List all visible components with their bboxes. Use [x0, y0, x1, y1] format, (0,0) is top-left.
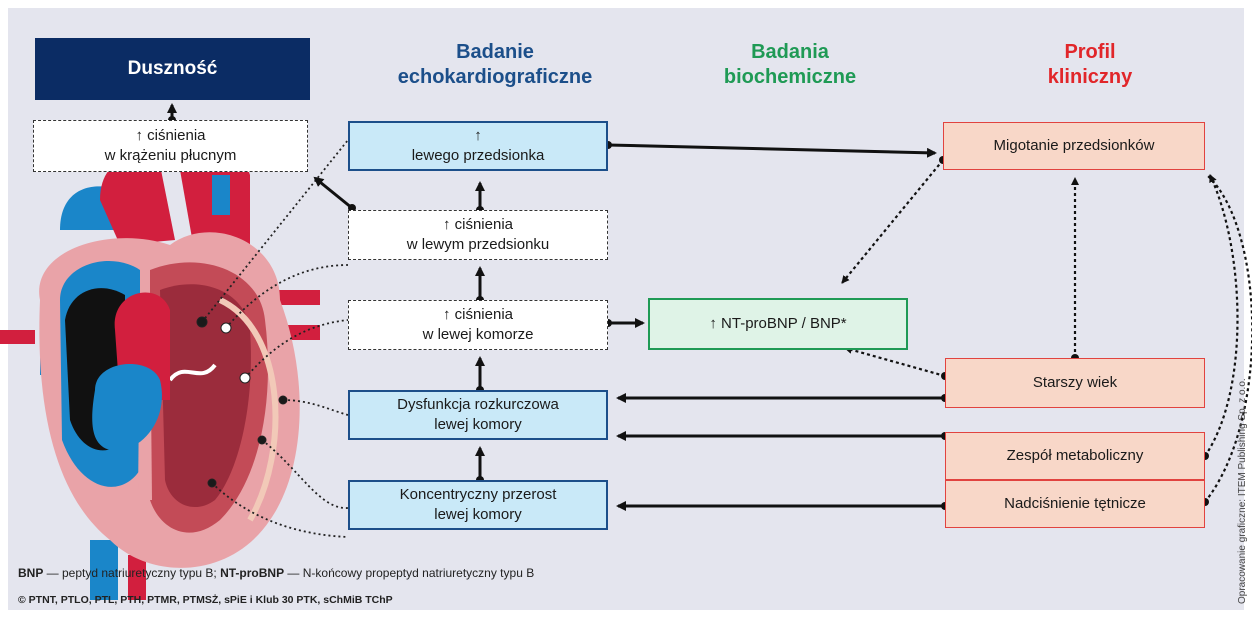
legend-bnp-def: — peptyd natriuretyczny typu B; [43, 566, 221, 580]
header-bio: Badania biochemiczne [690, 40, 890, 90]
header-echo: Badanie echokardiograficzne [375, 40, 615, 90]
legend-nt-abbr: NT-proBNP [220, 566, 285, 580]
box-pulmonary-line1: ↑ ciśnienia [135, 127, 206, 144]
graphic-credit: Opracowanie graficzne: ITEM Publishing S… [1237, 378, 1248, 604]
legend: BNP — peptyd natriuretyczny typu B; NT-p… [18, 566, 534, 580]
header-clinical-line2: kliniczny [1047, 66, 1133, 88]
box-atrial-fibrillation: Migotanie przedsionków [943, 122, 1205, 170]
heart-icon [0, 151, 320, 600]
box-left-atrium: ↑ lewego przedsionka [348, 121, 608, 171]
box-hypertension-label: Nadciśnienie tętnicze [1004, 495, 1146, 512]
box-left-atrium-line2: lewego przedsionka [411, 147, 545, 164]
box-older-age: Starszy wiek [945, 358, 1205, 408]
box-concentric-hypertrophy: Koncentryczny przerost lewej komory [348, 480, 608, 530]
box-dusznosc-label: Duszność [127, 58, 218, 79]
header-echo-line1: Badanie [456, 41, 534, 63]
box-left-atrium-line1: ↑ [474, 127, 482, 144]
box-la-pressure-line1: ↑ ciśnienia [442, 216, 514, 233]
copyright: © PTNT, PTLO, PTL, PTH, PTMR, PTMSŻ, sPi… [18, 594, 393, 606]
box-pulmonary-line2: w krążeniu płucnym [104, 147, 237, 164]
box-hypertension: Nadciśnienie tętnicze [945, 480, 1205, 528]
box-dusznosc: Duszność [35, 38, 310, 100]
box-hypertrophy-line1: Koncentryczny przerost [399, 486, 557, 503]
box-diastolic-line2: lewej komory [434, 416, 522, 433]
box-lv-pressure: ↑ ciśnienia w lewej komorze [348, 300, 608, 350]
header-echo-line2: echokardiograficzne [397, 66, 593, 88]
box-diastolic-dysfunction: Dysfunkcja rozkurczowa lewej komory [348, 390, 608, 440]
box-metabolic-label: Zespół metaboliczny [1006, 447, 1144, 464]
legend-nt-def: — N-końcowy propeptyd natriuretyczny typ… [284, 566, 535, 580]
box-ntprobnp-label: ↑ NT-proBNP / BNP* [709, 315, 847, 332]
box-hypertrophy-line2: lewej komory [434, 506, 522, 523]
box-la-pressure-line2: w lewym przedsionku [406, 236, 550, 253]
header-clinical: Profil kliniczny [1010, 40, 1170, 90]
box-ntprobnp: ↑ NT-proBNP / BNP* [648, 298, 908, 350]
box-lv-pressure-line1: ↑ ciśnienia [442, 306, 514, 323]
legend-bnp-abbr: BNP [18, 566, 44, 580]
header-clinical-line1: Profil [1064, 41, 1116, 63]
box-lv-pressure-line2: w lewej komorze [422, 326, 534, 343]
box-pulmonary-pressure: ↑ ciśnienia w krążeniu płucnym [33, 120, 308, 172]
box-af-label: Migotanie przedsionków [993, 137, 1155, 154]
header-bio-line1: Badania [751, 41, 829, 63]
header-bio-line2: biochemiczne [723, 66, 857, 88]
box-age-label: Starszy wiek [1032, 374, 1118, 391]
box-la-pressure: ↑ ciśnienia w lewym przedsionku [348, 210, 608, 260]
box-diastolic-line1: Dysfunkcja rozkurczowa [397, 396, 559, 413]
box-metabolic-syndrome: Zespół metaboliczny [945, 432, 1205, 480]
